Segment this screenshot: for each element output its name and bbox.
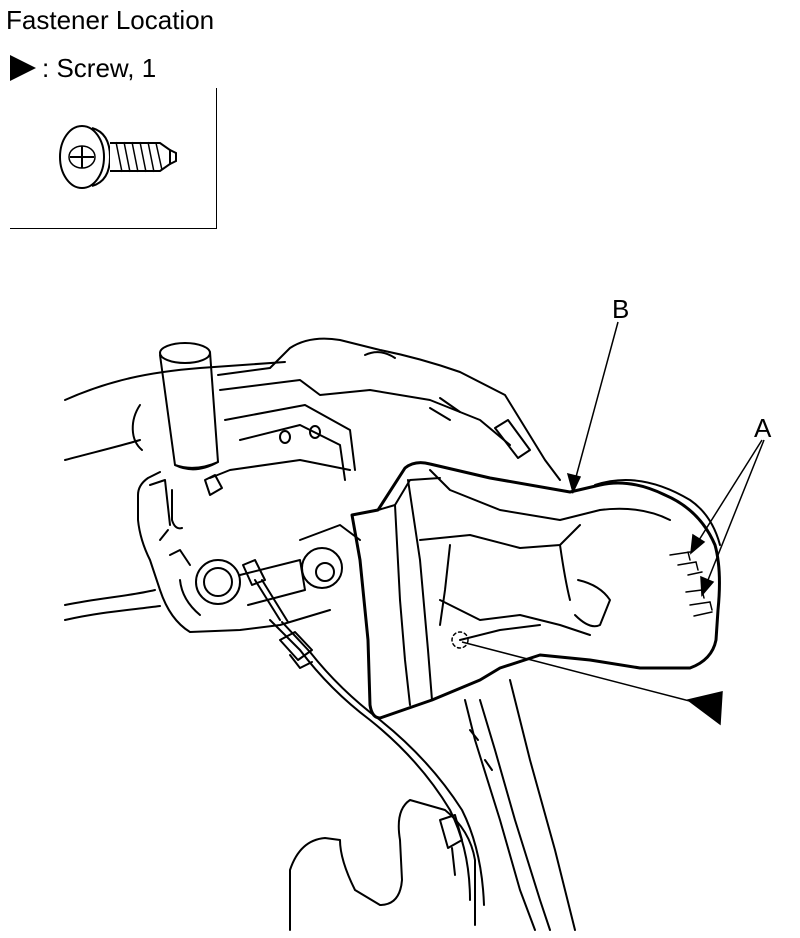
filled-triangle-icon [10, 55, 36, 81]
dashboard-assembly-diagram: B A [64, 294, 772, 931]
screw-illustration-box [10, 88, 217, 229]
callout-label-b: B [612, 294, 629, 324]
legend-text: : Screw, 1 [42, 53, 157, 83]
page-title: Fastener Location [6, 5, 215, 35]
callout-label-a: A [754, 413, 772, 443]
fastener-legend: : Screw, 1 [8, 52, 156, 84]
screw-icon [59, 125, 177, 189]
